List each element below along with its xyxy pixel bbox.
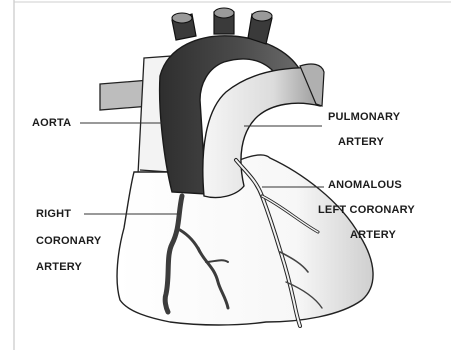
anomalous-label-line2: LEFT CORONARY	[318, 205, 415, 216]
anomalous-label-line1: ANOMALOUS	[328, 180, 402, 191]
pulmonary-artery-label-line2: ARTERY	[338, 137, 384, 148]
anomalous-label-line3: ARTERY	[350, 230, 396, 241]
pulmonary-artery-label-line1: PULMONARY	[328, 112, 400, 123]
right-coronary-label-line1: RIGHT	[36, 209, 71, 220]
right-coronary-label-line2: CORONARY	[36, 236, 101, 247]
aorta-label: AORTA	[32, 118, 71, 129]
right-coronary-label-line3: ARTERY	[36, 262, 82, 273]
